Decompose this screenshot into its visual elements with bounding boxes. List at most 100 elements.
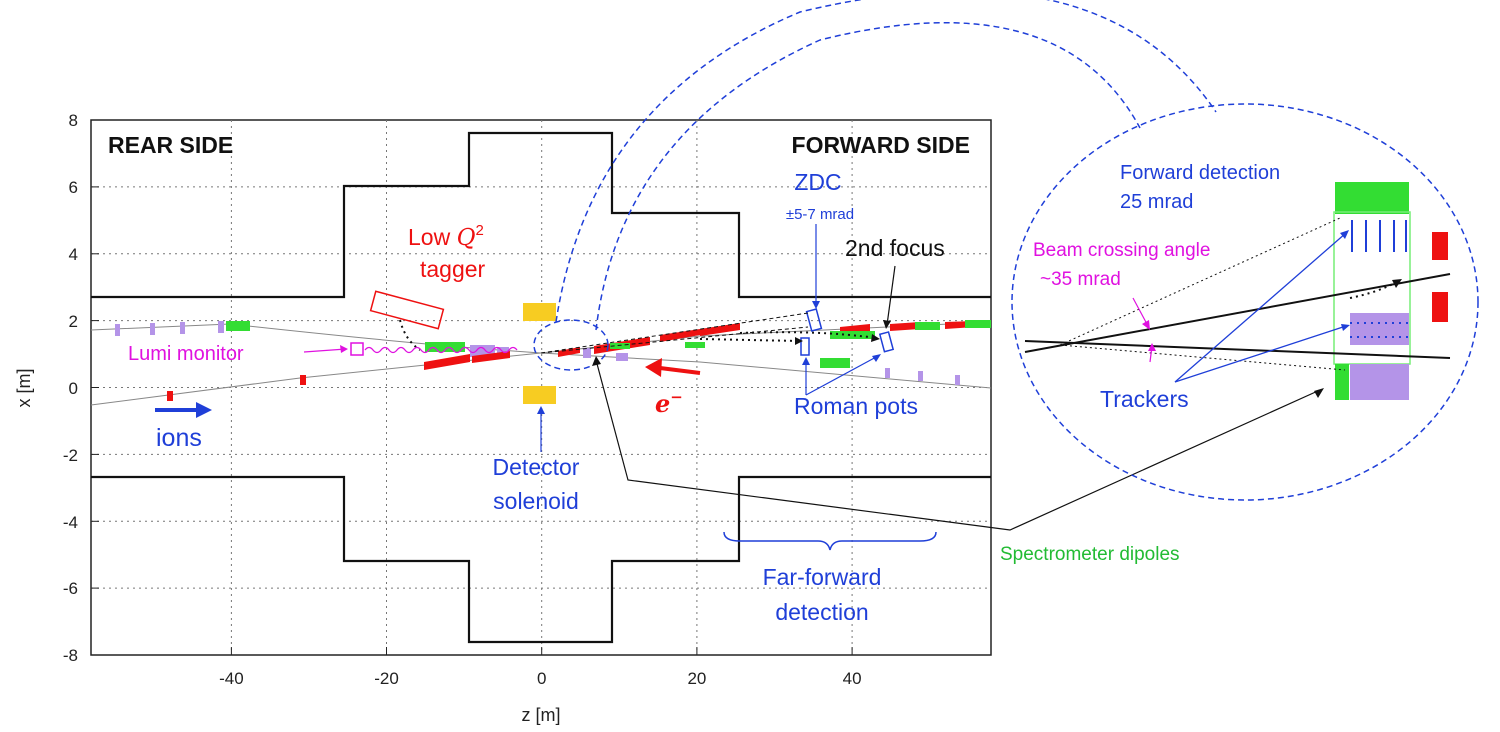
inset-purple-top — [1350, 313, 1409, 345]
y-tick-label: -8 — [63, 646, 78, 665]
y-tick-label: 8 — [69, 111, 78, 130]
tagger-dotted-path — [399, 319, 421, 351]
forward-side-label: FORWARD SIDE — [792, 132, 970, 158]
inset-green-top — [1335, 182, 1409, 214]
x-tick-label: 40 — [843, 669, 862, 688]
x-tick-label: 20 — [687, 669, 706, 688]
y-tick-label: 6 — [69, 178, 78, 197]
tick-marks — [91, 186, 853, 655]
far-forward-brace — [723, 531, 937, 551]
second-focus-pointer — [886, 265, 896, 326]
electron-arrow-head — [645, 358, 662, 377]
far-forward-label: Far-forward — [763, 564, 882, 590]
inset-red-top — [1432, 232, 1448, 260]
crossing-pointer — [1132, 297, 1149, 327]
spectrometer-pointer — [595, 359, 1321, 531]
forward-green-magnets — [610, 320, 991, 368]
electron-label: e− — [655, 388, 683, 418]
roman-pot-2 — [878, 331, 895, 353]
forward-tracker-planes — [1351, 220, 1407, 252]
spectrometer-pointer-head-2 — [1314, 388, 1324, 398]
solenoid-top — [523, 303, 556, 321]
inset-electron-beam — [1024, 273, 1451, 353]
forward-red-magnets — [558, 321, 975, 357]
low-q2-q: Q — [457, 225, 476, 251]
crossing-angle-label: Beam crossing angle — [1033, 240, 1210, 261]
second-focus-pointer-head — [883, 320, 891, 329]
inset-dotted-arrowhead — [1392, 279, 1402, 288]
inset-dotted-path — [1349, 282, 1396, 299]
zdc-pointer-head — [812, 301, 820, 309]
y-tick-label: 4 — [69, 245, 78, 264]
grid — [91, 120, 991, 655]
y-tick-label: -2 — [63, 446, 78, 465]
electron-symbol: e — [655, 389, 670, 418]
roman-pot-pointer-2-head — [872, 354, 881, 362]
ions-label: ions — [156, 424, 202, 452]
inset-purple-bottom — [1350, 364, 1409, 400]
rp2-arrowhead — [871, 334, 880, 342]
roman-pots-label: Roman pots — [794, 393, 918, 419]
electron-arrow-shaft — [659, 366, 701, 375]
inset-ellipse — [1011, 103, 1479, 501]
solenoid-bottom — [523, 386, 556, 404]
forward-detection-angle: 25 mrad — [1120, 191, 1193, 213]
tracker-pointer-head-2 — [1341, 324, 1350, 331]
low-q2-tagger-box — [369, 290, 445, 330]
inset-green-bottom — [1335, 364, 1349, 400]
y-tick-label: 0 — [69, 379, 78, 398]
low-q2-prefix: Low — [408, 224, 457, 250]
crossing-pointer-head — [1142, 320, 1150, 330]
forward-purple-magnets — [583, 348, 960, 385]
inset-detectors — [1333, 182, 1448, 400]
inset-acceptance-line-1 — [1059, 217, 1341, 346]
roman-pot-tracker-dots — [1350, 322, 1409, 338]
y-tick-label: -4 — [63, 513, 78, 532]
spectrometer-pointer-head-1 — [592, 356, 601, 366]
x-axis-title: z [m] — [522, 705, 561, 725]
y-tick-label: -6 — [63, 579, 78, 598]
photon-wave — [364, 346, 518, 354]
electron-sup: − — [670, 388, 683, 406]
rear-side-label: REAR SIDE — [108, 132, 233, 158]
detection-label: detection — [775, 599, 868, 625]
roman-pot-pointer-2 — [805, 355, 879, 396]
x-tick-label: -40 — [219, 669, 244, 688]
x-tick-labels: -40 -20 0 20 40 — [219, 669, 861, 688]
zdc-angle-label: ±5-7 mrad — [786, 206, 854, 223]
x-tick-label: -20 — [374, 669, 399, 688]
rp1-dotted-path — [699, 338, 801, 342]
hall-outline-top — [91, 131, 991, 299]
y-axis-title: x [m] — [14, 369, 34, 408]
detector-label: Detector — [493, 454, 580, 480]
low-q2-label: Low Q2 — [408, 222, 484, 251]
rp1-arrowhead — [795, 337, 803, 345]
lumi-monitor-label: Lumi monitor — [128, 343, 244, 365]
y-tick-labels: 8 6 4 2 0 -2 -4 -6 -8 — [63, 111, 78, 665]
x-tick-label: 0 — [537, 669, 546, 688]
y-tick-label: 2 — [69, 312, 78, 331]
ions-arrow-head — [196, 402, 212, 418]
roman-pot-pointer-1-head — [802, 357, 810, 365]
inset-ion-beam — [1024, 340, 1451, 359]
lumi-pointer-arrowhead — [340, 345, 348, 353]
low-q2-exp: 2 — [475, 222, 483, 239]
zdc-box — [805, 308, 823, 332]
forward-detection-label: Forward detection — [1120, 162, 1280, 184]
tracker-pointers — [1174, 232, 1347, 383]
solenoid-pointer-head — [537, 406, 545, 414]
tracker-pointer-head-1 — [1340, 230, 1349, 239]
solenoid-label: solenoid — [493, 488, 579, 514]
zdc-label: ZDC — [794, 169, 841, 195]
zoom-connector-inner — [595, 21, 1141, 331]
inset-red-bottom — [1432, 292, 1448, 322]
zoom-connector-outer — [555, 0, 1217, 323]
rear-red-magnets — [167, 351, 510, 401]
spectrometer-label: Spectrometer dipoles — [1000, 544, 1180, 565]
lumi-monitor-box — [350, 342, 364, 356]
hall-outline-bottom — [91, 475, 991, 644]
neutral-cone-line-1 — [540, 312, 809, 354]
crossing-angle-value: ~35 mrad — [1040, 269, 1121, 290]
lumi-pointer-line — [303, 348, 347, 353]
